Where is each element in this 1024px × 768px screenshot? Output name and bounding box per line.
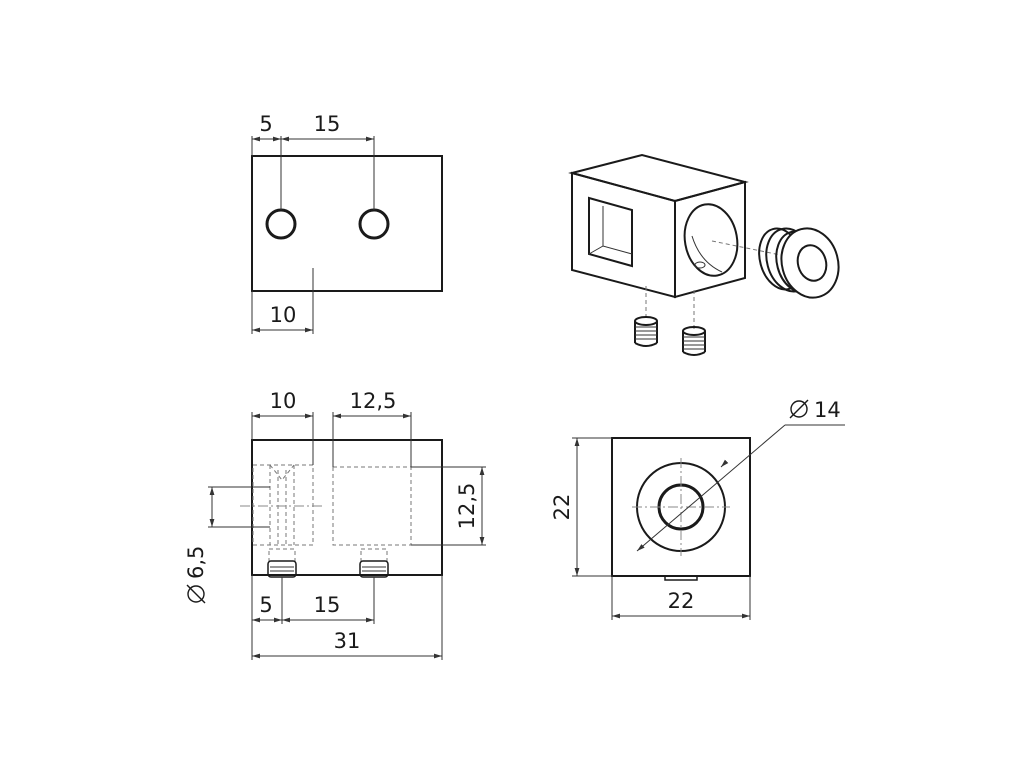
iso-set-screw-1 xyxy=(634,316,658,347)
front-dim-diameter-group: 6,5 xyxy=(184,546,208,604)
front-set-screw-1 xyxy=(267,548,297,578)
iso-block-top-face xyxy=(568,153,749,203)
front-dim-31-label: 31 xyxy=(334,629,361,653)
top-dim-5-label: 5 xyxy=(259,112,272,136)
iso-block xyxy=(568,153,816,330)
side-dim-diameter-leader xyxy=(636,424,786,552)
iso-bushing-bore xyxy=(796,244,828,282)
iso-block-right-face xyxy=(674,180,746,299)
top-dim-10-label: 10 xyxy=(270,303,297,327)
isometric-view xyxy=(568,153,840,356)
side-dim-height-label: 22 xyxy=(550,494,574,521)
top-view-hole-1 xyxy=(265,208,297,240)
front-dim-5-label: 5 xyxy=(259,593,272,617)
iso-block-left-face xyxy=(571,171,676,299)
iso-round-opening xyxy=(683,203,739,277)
front-dim-15-label: 15 xyxy=(314,593,341,617)
iso-square-opening xyxy=(588,196,633,268)
front-dim-diameter-label: 6,5 xyxy=(184,546,208,579)
front-set-screw-2 xyxy=(359,548,389,578)
side-view-screw xyxy=(664,575,698,581)
top-view: 5 15 10 xyxy=(251,112,443,334)
front-hidden-square xyxy=(332,466,412,546)
front-dim-10-label: 10 xyxy=(270,389,297,413)
iso-bushing xyxy=(758,227,840,299)
front-hidden-bore xyxy=(252,464,314,546)
diameter-symbol-icon xyxy=(789,399,809,419)
side-dim-width-label: 22 xyxy=(668,589,695,613)
front-view: 10 12,5 12,5 6,5 5 15 31 xyxy=(184,389,486,660)
front-dim-right-12-5-label: 12,5 xyxy=(455,483,479,530)
top-dim-15-label: 15 xyxy=(314,112,341,136)
side-view: 14 22 22 xyxy=(550,398,845,620)
front-view-outline xyxy=(251,439,443,576)
diameter-symbol-icon xyxy=(186,584,206,604)
iso-set-screw-2 xyxy=(682,326,706,356)
top-view-hole-2 xyxy=(358,208,390,240)
front-dim-12-5-label: 12,5 xyxy=(350,389,397,413)
side-dim-diameter-label: 14 xyxy=(814,398,841,422)
top-view-outline xyxy=(251,155,443,292)
